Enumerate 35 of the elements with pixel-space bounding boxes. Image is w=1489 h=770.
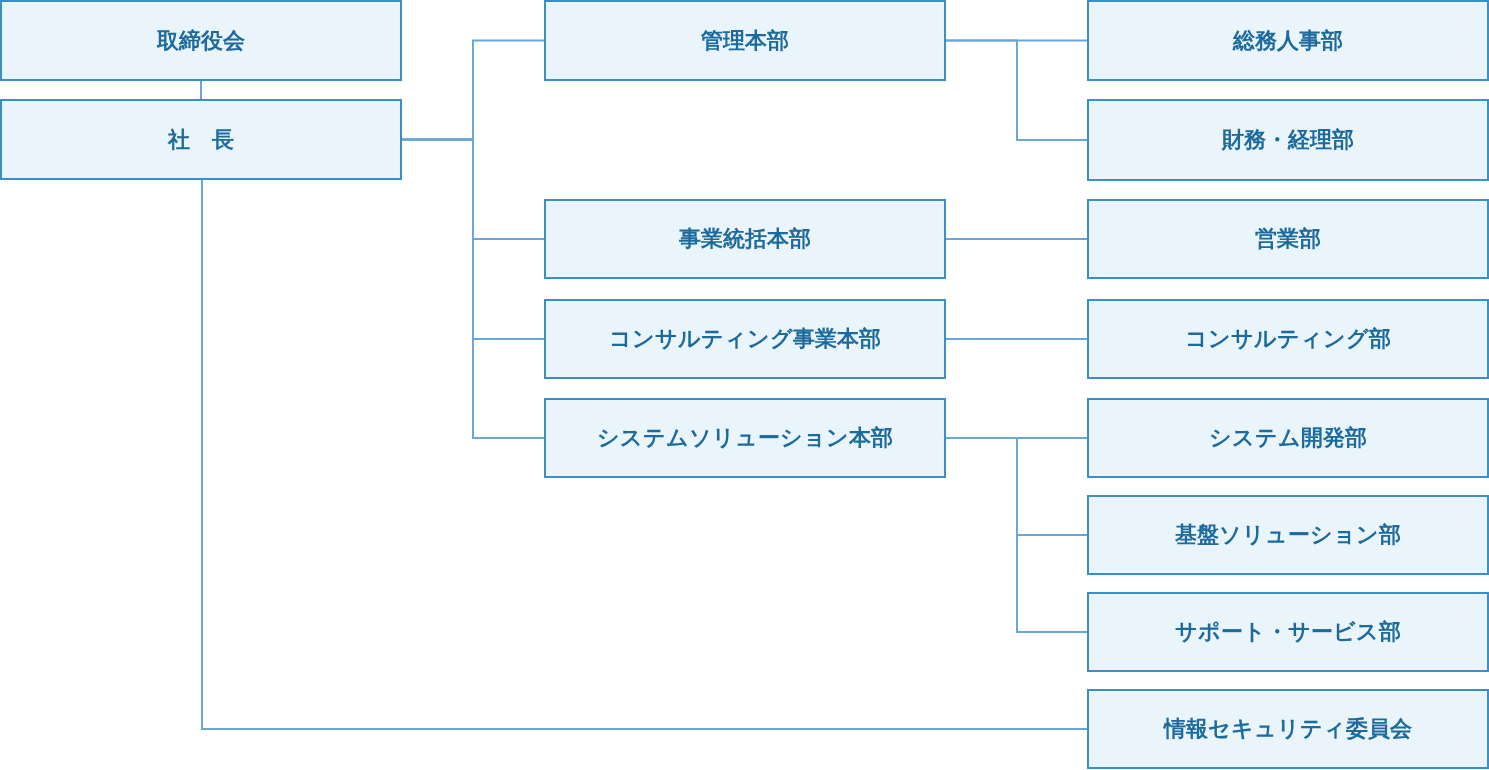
unit-name: 総務人事部 (1233, 26, 1343, 55)
org-unit-box (0, 99, 402, 180)
org-unit-box (1087, 398, 1489, 478)
unit-name: 事業統括本部 (679, 225, 811, 253)
unit-name: 取締役会 (157, 26, 245, 55)
org-unit-box (0, 0, 402, 81)
org-unit-box (1087, 689, 1489, 769)
org-unit-box (1087, 199, 1489, 279)
org-unit-box (1087, 299, 1489, 379)
org-unit-box (544, 0, 946, 81)
connector-line (401, 138, 545, 439)
unit-name: サポート・サービス部 (1175, 618, 1401, 646)
org-unit-box (544, 398, 946, 478)
unit-name: 社 長 (168, 125, 234, 154)
unit-name: コンサルティング事業本部 (609, 325, 881, 353)
unit-name: 営業部 (1255, 225, 1321, 253)
connector-line (200, 80, 202, 100)
org-unit-box (544, 199, 946, 279)
org-unit-box (1087, 495, 1489, 575)
connector-line (201, 179, 1088, 730)
org-unit-box (1087, 592, 1489, 672)
org-unit-box (544, 299, 946, 379)
connector-line (945, 437, 1088, 633)
unit-name: 基盤ソリューション部 (1175, 521, 1401, 549)
org-unit-box (1087, 0, 1489, 81)
unit-name: システム開発部 (1209, 424, 1367, 452)
connector-line (945, 39, 1088, 141)
unit-name: 情報セキュリティ委員会 (1164, 715, 1412, 743)
connector-line (945, 338, 1088, 340)
org-unit-box (1087, 99, 1489, 181)
connector-line (945, 238, 1088, 240)
unit-name: 財務・経理部 (1222, 126, 1354, 154)
unit-name: コンサルティング部 (1185, 325, 1391, 353)
unit-name: システムソリューション本部 (597, 424, 893, 452)
unit-name: 管理本部 (701, 26, 789, 55)
